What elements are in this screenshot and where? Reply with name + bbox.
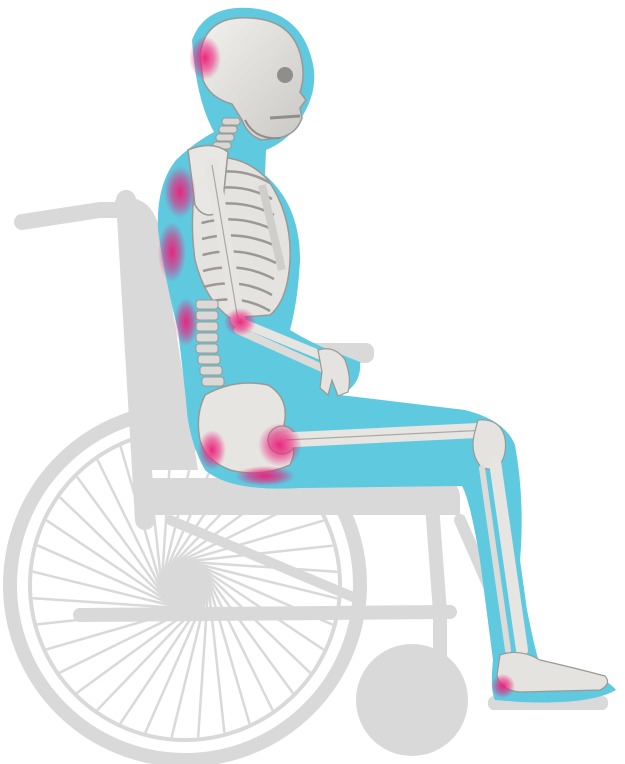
lumbar-vertebra [196, 300, 218, 309]
cervical-vertebra [222, 118, 240, 125]
pressure-point-ischium-lower [235, 466, 295, 486]
caster-wheel [356, 644, 468, 756]
front-frame [432, 505, 440, 612]
wheel-spoke [209, 576, 309, 672]
lumbar-vertebra [196, 311, 218, 320]
wheel-spoke [98, 609, 194, 709]
pressure-point-spine-lower-back [174, 298, 198, 346]
pressure-point-sacrum [198, 430, 226, 470]
lumbar-vertebra [202, 377, 224, 386]
pressure-point-upper-back [158, 222, 186, 282]
pressure-point-heel [491, 674, 515, 698]
lumbar-vertebra [200, 366, 222, 375]
cervical-vertebra [219, 126, 237, 133]
pressure-point-shoulder-blade [164, 166, 196, 218]
lumbar-vertebra [198, 355, 220, 364]
lumbar-vertebra [196, 322, 218, 331]
body-silhouette [158, 8, 616, 703]
wheel-spoke [38, 546, 165, 602]
eye-socket [277, 67, 293, 83]
push-handle [22, 210, 128, 222]
lumbar-vertebra [196, 344, 218, 353]
lumbar-vertebra [196, 333, 218, 342]
main-wheel-hub [159, 559, 211, 611]
pressure-point-elbow [224, 308, 256, 336]
wheel-spoke [211, 581, 293, 693]
teeth [270, 116, 300, 118]
wheel-spoke [146, 605, 202, 732]
wheel-spoke [78, 611, 190, 693]
pressure-point-back-of-head [189, 36, 221, 80]
cervical-vertebra [216, 134, 234, 141]
pressure-point-ischium [258, 423, 302, 467]
